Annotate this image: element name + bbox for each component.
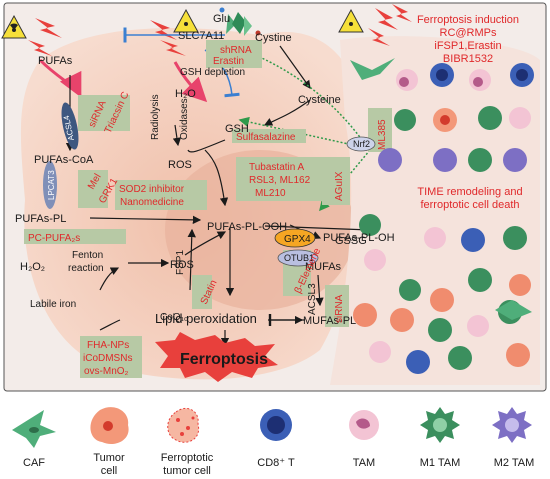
label-gsh: GSH — [225, 123, 249, 135]
cd8-t-cell-icon — [260, 409, 292, 441]
label-mufas-pl: MUFAs-PL — [303, 315, 356, 327]
label-cystine: Cystine — [255, 32, 292, 44]
label-shrna: shRNA — [220, 45, 252, 56]
label-coq10: CoQ₁₀ — [160, 312, 188, 323]
label-radiolysis: Radiolysis — [150, 94, 161, 140]
radiation-icon — [338, 8, 364, 33]
legend-label-tumor-line2: cell — [101, 465, 118, 477]
label-mufas: MUFAs — [305, 261, 342, 273]
caf-icon — [12, 410, 56, 448]
label-h2o2: H₂O₂ — [20, 261, 45, 273]
right-line-1: Ferroptosis induction — [417, 14, 519, 26]
label-erastin: Erastin — [213, 56, 244, 67]
label-pufas: PUFAs — [38, 55, 73, 67]
legend-label-ferroptotic-line1: Ferroptotic — [161, 452, 214, 464]
label-oxidases: Oxidases — [179, 98, 190, 140]
label-fsp1: FSP1 — [175, 250, 186, 275]
radiation-arrow — [38, 58, 82, 98]
right-line-3: iFSP1,Erastin — [434, 40, 501, 52]
gpx4-enzyme — [274, 228, 316, 248]
label-sirna2: siRNA — [334, 294, 345, 323]
legend-label-caf: CAF — [23, 457, 45, 469]
label-ml210: ML210 — [255, 188, 286, 199]
label-reaction: reaction — [68, 263, 104, 274]
m1-tam-icon — [420, 407, 460, 443]
label-pufas-coa: PUFAs-CoA — [34, 154, 94, 166]
legend: CAF Tumor cell Ferroptotic tumor cell CD… — [12, 407, 534, 477]
label-tubastatin: Tubastatin A — [249, 162, 305, 173]
acsl4-enzyme — [61, 102, 79, 150]
legend-label-m2: M2 TAM — [494, 457, 535, 469]
lpcat3-enzyme — [43, 161, 57, 209]
legend-label-tam: TAM — [353, 457, 375, 469]
right-line-2: RC@RMPs — [440, 27, 497, 39]
label-ovs: ovs-MnO₂ — [84, 366, 129, 377]
label-acsl3: ACSL3 — [307, 283, 318, 315]
right-line-6: ferroptotic cell death — [420, 199, 519, 211]
label-gpx4: GPX4 — [284, 234, 311, 245]
radiation-icon — [173, 8, 199, 33]
label-sulfasalazine: Sulfasalazine — [236, 132, 296, 143]
label-cysteine: Cysteine — [298, 94, 341, 106]
label-aguix: AGuIX — [334, 171, 345, 201]
radiation-arrow — [173, 61, 208, 103]
label-nrf2: Nrf2 — [353, 139, 370, 149]
label-fha: FHA-NPs — [87, 340, 129, 351]
tumor-cell-icon — [90, 407, 129, 445]
inhibitor-boxes — [24, 40, 392, 378]
tam-icon — [349, 410, 379, 440]
label-labile-iron: Labile iron — [30, 299, 76, 310]
ferroptosis-burst — [155, 332, 278, 382]
lightning-icon — [28, 4, 412, 56]
right-line-4: BIBR1532 — [443, 53, 493, 65]
legend-label-ferroptotic-line2: tumor cell — [163, 465, 211, 477]
label-sod2: SOD2 inhibitor — [119, 184, 185, 195]
nrf2-protein — [346, 136, 376, 152]
label-gssg: GSSG — [335, 235, 367, 247]
label-otub1: OTUB1 — [284, 253, 314, 263]
right-line-5: TIME remodeling and — [417, 186, 522, 198]
label-slc7a11: SLC7A11 — [178, 30, 224, 42]
tumor-microenvironment-cells — [350, 58, 534, 374]
label-gsh-depletion: GSH depletion — [180, 67, 245, 78]
label-lpcat3: LPCAT3 — [47, 170, 56, 200]
label-h2o: H₂O — [175, 88, 196, 100]
legend-label-m1: M1 TAM — [420, 457, 461, 469]
activation-arrow — [238, 116, 363, 148]
label-glu: Glu — [213, 13, 230, 25]
legend-label-tumor-line1: Tumor — [93, 452, 125, 464]
label-fenton: Fenton — [72, 250, 103, 261]
label-pufas-pl-oh: PUFAs-PL-OH — [323, 232, 395, 244]
label-ml385: ML385 — [377, 119, 388, 150]
label-ferroptosis: Ferroptosis — [180, 351, 268, 368]
otub1-protein — [277, 249, 319, 267]
radiation-icon — [1, 14, 27, 39]
legend-label-cd8: CD8⁺ T — [257, 457, 295, 469]
label-ros2: ROS — [170, 259, 194, 271]
m2-tam-icon — [492, 407, 532, 443]
ferroptotic-cell-icon — [167, 408, 200, 443]
slc7a11-transporter-icon — [219, 7, 261, 36]
label-pc-pufa: PC-PUFA₂s — [28, 233, 80, 244]
label-ros1: ROS — [168, 159, 192, 171]
label-nanomedicine: Nanomedicine — [120, 197, 184, 208]
label-pufas-pl-ooh: PUFAs-PL-OOH — [207, 221, 287, 233]
label-icodmsns: iCoDMSNs — [83, 353, 132, 364]
label-rsl3: RSL3, ML162 — [249, 175, 311, 186]
label-pufas-pl: PUFAs-PL — [15, 213, 66, 225]
label-lipid-peroxidation: Lipid peroxidation — [155, 311, 257, 326]
